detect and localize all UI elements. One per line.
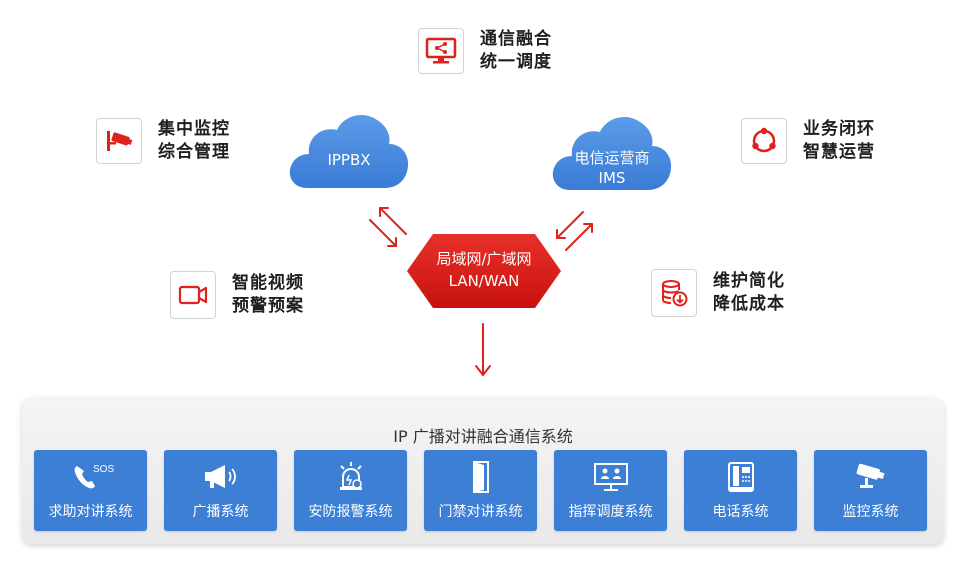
- database-download-icon: [651, 269, 697, 317]
- network-hub: 局域网/广域网 LAN/WAN: [405, 232, 563, 310]
- sos-badge: SOS: [93, 464, 114, 475]
- hub-label-line: LAN/WAN: [448, 272, 520, 290]
- system-broadcast[interactable]: 广播系统: [164, 450, 277, 531]
- system-access-intercom[interactable]: 门禁对讲系统: [424, 450, 537, 531]
- feature-line: 预警预案: [232, 296, 304, 316]
- megaphone-icon: [164, 458, 277, 496]
- hub-label: 局域网/广域网 LAN/WAN: [405, 248, 563, 292]
- feature-label: 业务闭环 智慧运营: [803, 118, 875, 164]
- desk-phone-icon: [684, 458, 797, 496]
- feature-smart-video: 智能视频 预警预案: [170, 271, 304, 319]
- feature-line: 统一调度: [480, 52, 552, 72]
- feature-label: 集中监控 综合管理: [158, 118, 230, 164]
- feature-label: 通信融合 统一调度: [480, 28, 552, 74]
- cloud-shape: [289, 115, 409, 188]
- system-label: 求助对讲系统: [48, 504, 133, 520]
- system-telephone[interactable]: 电话系统: [684, 450, 797, 531]
- cloud-ippbx: IPPBX: [287, 108, 411, 192]
- cloud-label: IPPBX: [327, 151, 371, 169]
- feature-line: 降低成本: [713, 294, 785, 314]
- monitor-share-icon: [418, 28, 464, 74]
- cloud-label: IMS: [598, 169, 626, 187]
- cctv-camera-icon: [814, 458, 927, 496]
- alarm-icon: [294, 458, 407, 496]
- feature-comm-fusion: 通信融合 统一调度: [418, 28, 552, 74]
- feature-simplified-maintenance: 维护简化 降低成本: [651, 269, 785, 317]
- cloud-label: 电信运营商: [574, 149, 650, 167]
- cloud-shape: [552, 117, 672, 190]
- feature-line: 业务闭环: [803, 119, 875, 139]
- door-icon: [424, 458, 537, 496]
- system-label: 广播系统: [192, 504, 249, 520]
- arrow-down: [475, 323, 491, 377]
- feature-line: 智能视频: [232, 273, 304, 293]
- feature-line: 通信融合: [480, 29, 552, 49]
- system-dispatch[interactable]: 指挥调度系统: [554, 450, 667, 531]
- video-camera-icon: [170, 271, 216, 319]
- arrow-left-down: [369, 219, 397, 247]
- system-label: 监控系统: [842, 504, 899, 520]
- system-label: 门禁对讲系统: [438, 504, 523, 520]
- sos-phone-icon: SOS: [34, 458, 147, 496]
- cycle-icon: [741, 118, 787, 164]
- cloud-ims: 电信运营商 IMS: [550, 110, 674, 194]
- hub-label-line: 局域网/广域网: [436, 250, 532, 268]
- feature-line: 维护简化: [713, 271, 785, 291]
- system-security-alarm[interactable]: 安防报警系统: [294, 450, 407, 531]
- system-label: 电话系统: [712, 504, 769, 520]
- panel-title: IP 广播对讲融合通信系统: [393, 427, 573, 446]
- system-label: 安防报警系统: [308, 504, 393, 520]
- feature-line: 集中监控: [158, 119, 230, 139]
- system-sos-intercom[interactable]: SOS 求助对讲系统: [34, 450, 147, 531]
- system-surveillance[interactable]: 监控系统: [814, 450, 927, 531]
- arrow-left-up: [379, 207, 407, 235]
- system-label: 指挥调度系统: [568, 504, 653, 520]
- cctv-camera-icon: [96, 118, 142, 164]
- feature-central-monitor: 集中监控 综合管理: [96, 118, 230, 164]
- hexagon-shape: [407, 234, 561, 308]
- feature-business-loop: 业务闭环 智慧运营: [741, 118, 875, 164]
- dispatch-screen-icon: [554, 458, 667, 496]
- system-panel: IP 广播对讲融合通信系统 SOS 求助对讲系统 广播系统: [22, 398, 944, 544]
- feature-label: 维护简化 降低成本: [713, 270, 785, 316]
- feature-line: 智慧运营: [803, 142, 875, 162]
- feature-label: 智能视频 预警预案: [232, 272, 304, 318]
- arrow-right-down: [556, 211, 584, 239]
- arrow-right-up: [565, 223, 593, 251]
- feature-line: 综合管理: [158, 142, 230, 162]
